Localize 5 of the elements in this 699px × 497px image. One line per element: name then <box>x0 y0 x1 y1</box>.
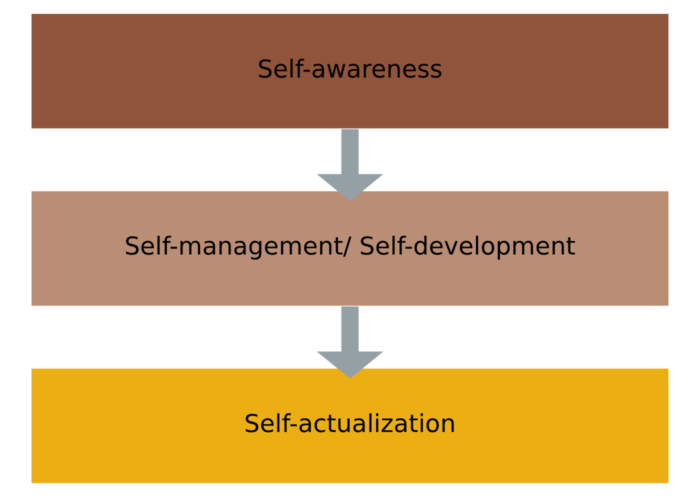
arrow <box>316 306 383 379</box>
node-box: Self-management/ Self-development <box>30 190 670 308</box>
node-box: Self-awareness <box>30 12 670 130</box>
arrow <box>316 129 383 202</box>
node-box: Self-actualization <box>30 367 670 484</box>
